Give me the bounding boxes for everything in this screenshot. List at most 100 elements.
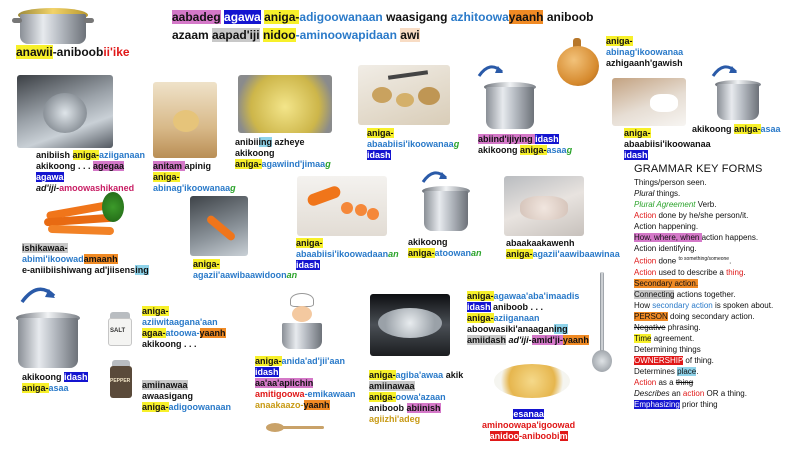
text-segment: . [696, 366, 699, 376]
caption-line: akikoong [235, 148, 331, 159]
text-segment: g [566, 145, 573, 155]
text-segment: agawa [36, 172, 64, 182]
text-segment: anidoo [489, 431, 520, 441]
caption-line: aniga- [606, 36, 683, 47]
caption-line: azhigaanh'gawish [606, 58, 683, 69]
caption-line: anidoo-aniboobim [482, 431, 575, 442]
boiling-pot-picture [370, 294, 450, 356]
caption-line: amitigoowa-emikawaan [255, 389, 356, 400]
text-segment: an [471, 248, 482, 258]
text-segment: g [325, 159, 331, 169]
pot-bottom-picture [10, 287, 86, 374]
caption-line: idash [624, 150, 711, 161]
text-segment: . [744, 388, 747, 398]
text-segment: waasigang [382, 10, 451, 24]
caption-line: anibiiing azheye [235, 137, 331, 148]
grammar-key-item: Describes an action OR a thing. [634, 388, 798, 399]
text-segment: Describes [634, 388, 670, 398]
text-segment: amid'ji- [531, 335, 563, 345]
text-segment: esanaa [513, 409, 544, 419]
text-segment: agazii'aawibaawidoon [193, 270, 287, 280]
text-segment: aniga- [506, 249, 533, 259]
caption-line: anibiish aniga-aziiganaan [36, 150, 145, 161]
caption-line: aniga- [193, 259, 297, 270]
text-segment: aniboob . . . [490, 302, 544, 312]
text-segment: abiinish [406, 403, 441, 413]
pepper-shaker-picture: PEPPER [108, 360, 134, 400]
text-segment: Action identifying. [634, 244, 697, 253]
grammar-key-item: Determining things [634, 344, 798, 355]
caption-line: akikoong [408, 237, 482, 248]
pepper-label: PEPPER [110, 378, 131, 384]
text-segment: place [677, 366, 697, 376]
curved-arrow-icon [421, 171, 448, 183]
text-segment: action [682, 388, 705, 398]
grammar-key-item: PERSON doing secondary action. [634, 311, 798, 322]
text-segment: aminoowapa'igoowad [482, 420, 576, 430]
caption-line: aniga- [296, 238, 399, 249]
text-segment: amaanh [83, 254, 118, 264]
text-segment: m [559, 431, 568, 441]
caption-line: abinag'ikoowanaag [153, 183, 236, 194]
text-segment: nidoo [262, 28, 296, 42]
text-segment: aniga- [369, 370, 396, 380]
text-segment: Action [634, 377, 657, 387]
text-segment: aniga- [369, 392, 396, 402]
text-segment: yaanh [562, 335, 589, 345]
caption-line: anitam apinig [153, 161, 236, 172]
curved-arrow-icon [477, 65, 504, 77]
text-segment: secondary action [652, 300, 713, 310]
text-segment: How, where, when [634, 233, 702, 242]
grammar-key-heading: GRAMMAR KEY FORMS [634, 163, 763, 175]
chopped-onion-picture [612, 78, 686, 126]
text-segment: akikoong [22, 372, 65, 382]
caption-line: aniga-agawiind'jimaag [235, 159, 331, 170]
text-segment: aziiwitaagana'aan [142, 317, 218, 327]
text-segment: an [388, 249, 399, 259]
text-segment: aapad'iji [212, 28, 260, 42]
text-segment: ing [258, 137, 273, 147]
caption-line: idash [296, 260, 399, 271]
text-segment: aniga- [408, 248, 435, 258]
caption-line: aniga-oowa'azaan [369, 392, 463, 403]
text-segment: amoowashikaned [59, 183, 135, 193]
text-segment: aboowasiki'anaagan [467, 324, 555, 334]
grammar-key-item: Action done to something/someone. [634, 254, 798, 267]
grammar-key-item: Action as a thing [634, 377, 798, 388]
curved-arrow-icon [20, 287, 56, 304]
text-segment: ad'iji- [506, 335, 532, 345]
text-segment: akikoong [478, 145, 521, 155]
text-segment: thing [675, 377, 694, 387]
text-segment: idash [255, 367, 279, 377]
grammar-key: GRAMMAR KEY FORMS Things/person seen.Plu… [634, 163, 798, 410]
text-segment: abinag'ikoowanaa [606, 47, 684, 57]
text-segment: akikoong . . . [142, 339, 197, 349]
caption-line: akikoong . . . [142, 339, 226, 350]
caption-line: aniga-anida'ad'jii'aan [255, 356, 356, 367]
text-segment: agiba'awaa [395, 370, 444, 380]
text-segment: aziiganaan [99, 150, 146, 160]
text-segment: agaa- [142, 328, 166, 338]
text-segment: abaakaakawenh [506, 238, 575, 248]
grammar-key-item: Plural Agreement Verb. [634, 199, 798, 210]
text-segment: yaanh [199, 328, 226, 338]
text-segment: e-aniibiishiwang [22, 265, 93, 275]
caption-line: agazii'aawibaawidoonan [193, 270, 297, 281]
text-segment: -aniboobi [519, 431, 560, 441]
text-segment: as a [656, 377, 676, 387]
text-segment: aniga- [235, 159, 262, 169]
text-segment: agawa [224, 10, 261, 24]
text-segment: ing [135, 265, 149, 275]
text-segment: action happens. [701, 233, 759, 242]
salt-label: SALT [110, 328, 126, 334]
text-segment: ishikawaa- [22, 243, 68, 253]
grammar-key-item: How secondary action is spoken about. [634, 300, 798, 311]
text-segment: Time [634, 333, 652, 343]
caption-line: e-aniibiishiwang ad'jiisensing [22, 265, 149, 276]
caption-line: aniga-agazii'aawibaawinaa [506, 249, 620, 260]
